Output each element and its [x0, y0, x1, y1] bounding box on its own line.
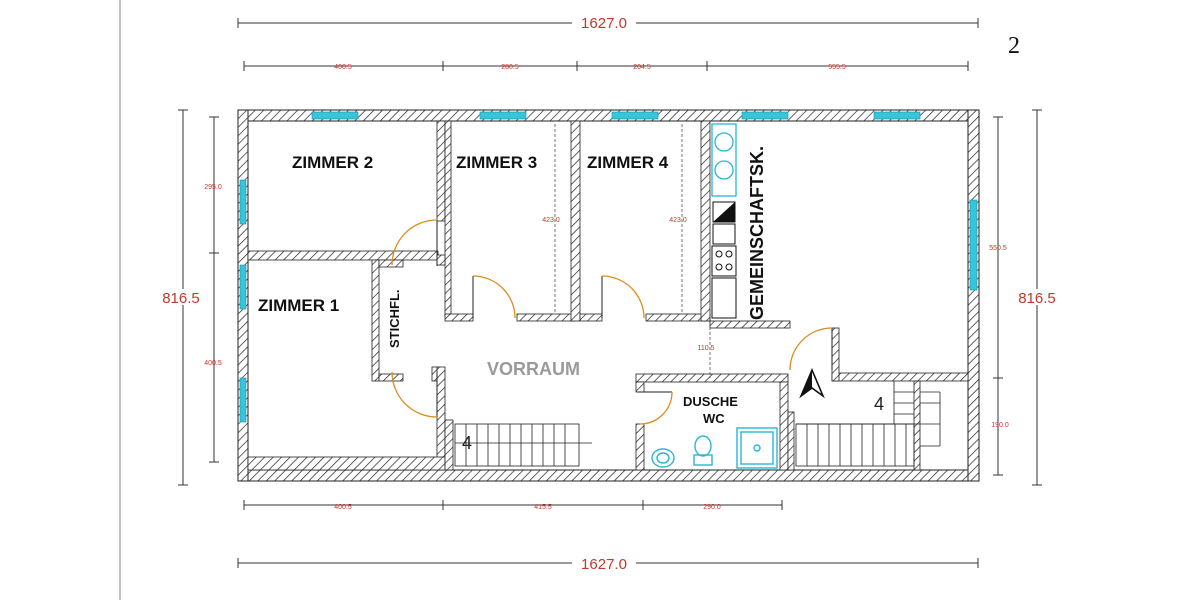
window-right-1	[969, 199, 978, 291]
doors	[391, 219, 833, 425]
interior-dim-lines	[554, 124, 711, 378]
window-left-3	[239, 377, 247, 423]
north-arrow-icon	[799, 367, 825, 399]
stairs-left	[454, 423, 592, 467]
door-zimmer3	[472, 275, 516, 319]
dim-left-segment-1: 295.0	[204, 184, 222, 191]
dim-zimmer3-height: 423.0	[542, 217, 560, 224]
interior-walls	[247, 120, 969, 471]
door-zimmer4	[601, 275, 645, 319]
door-stichfl	[391, 371, 438, 418]
dim-top-segment-1: 400.5	[334, 64, 352, 71]
room-label-vorraum: VORRAUM	[487, 359, 580, 379]
stair-left-marker: 4	[462, 433, 472, 453]
shower-icon	[736, 427, 778, 469]
room-label-dusche: DUSCHE	[683, 394, 738, 409]
stair-right-marker: 4	[874, 394, 884, 414]
door-kitchen	[789, 327, 833, 371]
window-top-5	[873, 111, 921, 120]
door-zimmer2	[391, 219, 438, 266]
dim-right-segment-2: 190.0	[991, 422, 1009, 429]
room-label-zimmer-1: ZIMMER 1	[258, 296, 339, 315]
window-left-1	[239, 179, 247, 225]
dim-total-width-top: 1627.0	[581, 15, 627, 32]
stove-icon	[711, 245, 737, 277]
window-top-1	[311, 111, 359, 120]
page-number: 2	[1008, 33, 1020, 59]
dim-bottom-segment-3: 290.0	[703, 504, 721, 511]
dim-total-height-right: 816.5	[1018, 290, 1056, 307]
dim-top-segment-3: 204.5	[633, 64, 651, 71]
window-top-3	[611, 111, 659, 120]
dim-total-width-bottom: 1627.0	[581, 556, 627, 573]
dim-top-segment-2: 280.5	[501, 64, 519, 71]
kitchen-sink-icon	[711, 123, 737, 197]
room-label-stichfl: STICHFL.	[387, 290, 402, 349]
room-label-zimmer-4: ZIMMER 4	[587, 153, 669, 172]
dim-left-segment-2: 400.5	[204, 360, 222, 367]
windows	[239, 111, 978, 423]
kitchen-fixtures	[711, 123, 737, 319]
room-label-zimmer-2: ZIMMER 2	[292, 153, 373, 172]
dim-bottom-segment-1: 400.5	[334, 504, 352, 511]
window-top-2	[479, 111, 527, 120]
washbasin-icon	[651, 448, 675, 468]
stairs-right	[795, 381, 941, 467]
dim-total-height-left: 816.5	[162, 290, 200, 307]
dim-zimmer4-height: 423.0	[669, 217, 687, 224]
bath-fixtures	[651, 427, 778, 469]
room-label-zimmer-3: ZIMMER 3	[456, 153, 537, 172]
window-top-4	[741, 111, 789, 120]
room-label-gemeinschaftsk: GEMEINSCHAFTSK.	[747, 146, 767, 320]
room-label-wc: WC	[703, 411, 725, 426]
toilet-icon	[693, 435, 713, 466]
dim-top-segment-4: 555.5	[828, 64, 846, 71]
door-bath	[638, 391, 673, 425]
dim-right-segment-1: 550.5	[989, 245, 1007, 252]
dim-bottom-segment-2: 415.5	[534, 504, 552, 511]
window-left-2	[239, 264, 247, 310]
dim-corridor-width: 110.5	[698, 345, 715, 352]
